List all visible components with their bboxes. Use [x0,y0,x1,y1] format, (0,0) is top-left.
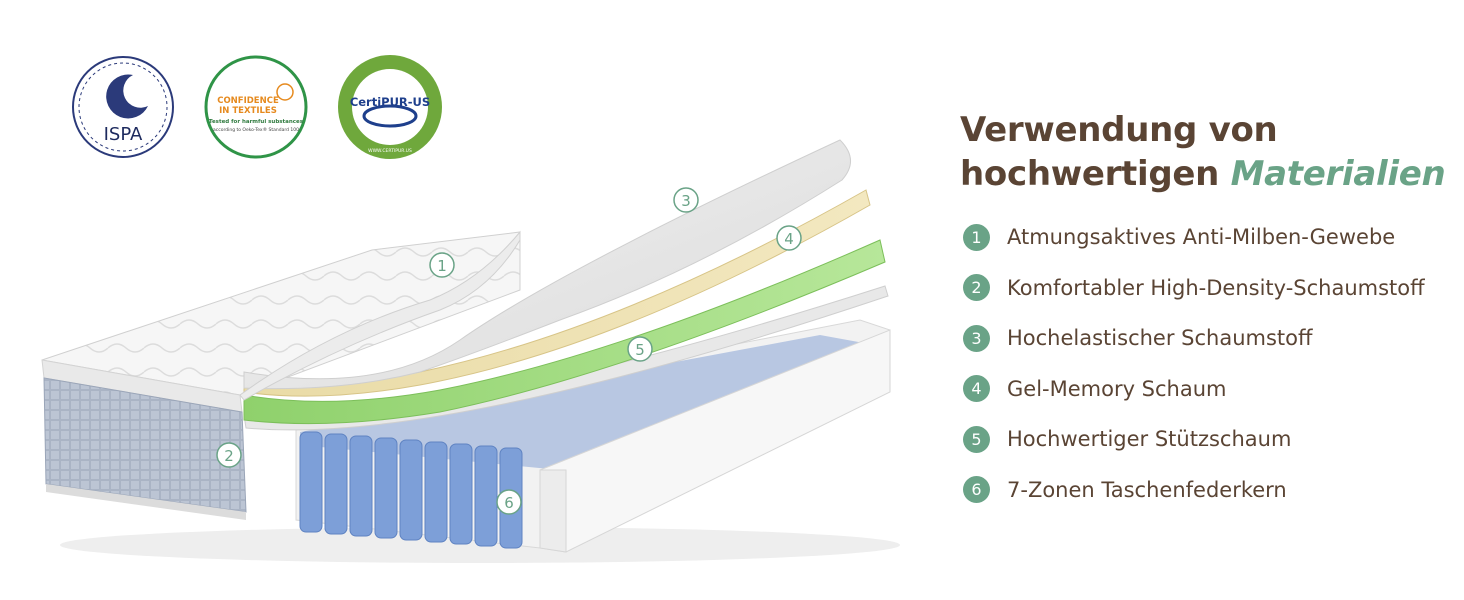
svg-text:6: 6 [504,494,514,512]
svg-text:according to Oeko-Tex® Standar: according to Oeko-Tex® Standard 100 [213,126,299,133]
callout-3: 3 [673,187,699,213]
spring-tops [300,335,875,470]
list-item: 2 Komfortabler High-Density-Schaumstoff [963,263,1425,314]
svg-text:WWW.CERTIPUR.US: WWW.CERTIPUR.US [368,148,412,154]
layer-label: Atmungsaktives Anti-Milben-Gewebe [1007,225,1396,250]
svg-text:1: 1 [437,257,447,275]
spring-coils-front [299,431,523,549]
list-item: 6 7-Zonen Taschenfederkern [963,465,1425,516]
heading-accent: Materialien [1230,154,1446,194]
layer-label: Hochelastischer Schaumstoff [1007,326,1313,351]
list-item: 1 Atmungsaktives Anti-Milben-Gewebe [963,212,1425,263]
layer-support-foam [243,239,886,425]
svg-text:Tested for harmful substances: Tested for harmful substances [209,119,304,125]
svg-text:CONFIDENCE: CONFIDENCE [217,96,279,106]
number-badge: 6 [963,476,990,504]
number-badge: 4 [963,375,990,403]
certipur-logo: CertiPUR-US WWW.CERTIPUR.US [338,55,442,159]
layer-top-cover [239,230,521,401]
layer-label: Hochwertiger Stützschaum [1007,427,1292,452]
callout-1: 1 [429,252,455,278]
svg-text:3: 3 [681,192,691,210]
svg-text:CertiPUR-US: CertiPUR-US [350,95,430,109]
number-badge: 3 [963,324,990,352]
layer-elastic-foam [243,139,851,390]
layer-label: Gel-Memory Schaum [1007,376,1227,401]
callout-5: 5 [627,336,653,362]
layer-label: 7-Zonen Taschenfederkern [1007,477,1287,502]
svg-text:IN TEXTILES: IN TEXTILES [219,106,277,116]
callout-2: 2 [216,442,242,468]
svg-text:4: 4 [784,230,794,248]
list-item: 4 Gel-Memory Schaum [963,364,1425,415]
list-item: 5 Hochwertiger Stützschaum [963,414,1425,465]
number-badge: 5 [963,425,990,453]
svg-text:5: 5 [635,341,645,359]
section-heading: Verwendung von hochwertigen Materialien [960,108,1446,196]
callout-6: 6 [496,489,522,515]
heading-line-2: hochwertigen Materialien [960,152,1446,196]
layer-label: Komfortabler High-Density-Schaumstoff [1007,275,1425,300]
number-badge: 1 [963,223,990,251]
heading-line-1: Verwendung von [960,110,1278,150]
heading-plain: hochwertigen [960,154,1220,194]
flower-icon [276,83,294,101]
number-badge: 2 [963,274,990,302]
list-item: 3 Hochelastischer Schaumstoff [963,313,1425,364]
callout-4: 4 [776,225,802,251]
moon-icon [106,74,148,119]
svg-text:2: 2 [224,447,234,465]
svg-text:ISPA: ISPA [104,124,143,145]
oeko-tex-logo: CONFIDENCE IN TEXTILES Tested for harmfu… [204,55,308,159]
ispa-logo: ISPA [72,56,174,158]
layer-list: 1 Atmungsaktives Anti-Milben-Gewebe 2 Komf… [963,212,1425,515]
